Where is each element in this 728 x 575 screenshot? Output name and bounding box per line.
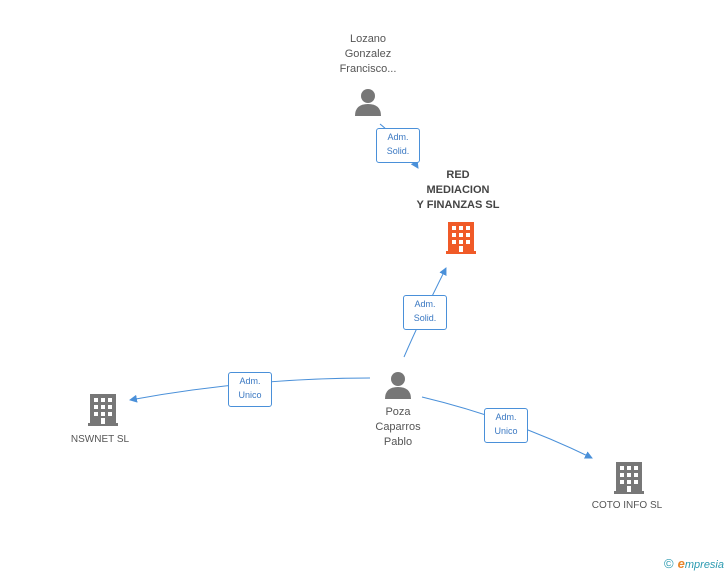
person-name-lozano[interactable]: Lozano Gonzalez Francisco... bbox=[318, 32, 418, 77]
name-line: RED bbox=[446, 169, 470, 181]
edge-label-poza-nswnet: Adm. Unico bbox=[228, 372, 272, 407]
name-line: Lozano bbox=[349, 33, 387, 45]
brand-name: mpresia bbox=[684, 559, 724, 571]
name-line: Gonzalez bbox=[344, 48, 392, 60]
building-icon[interactable] bbox=[88, 394, 118, 426]
name-line: Pablo bbox=[383, 436, 413, 448]
edge-label-lozano-red: Adm. Solid. bbox=[376, 128, 420, 163]
role-line: Solid. bbox=[386, 146, 410, 156]
role-line: Solid. bbox=[413, 313, 437, 323]
role-line: Unico bbox=[494, 426, 518, 436]
role-line: Adm. bbox=[239, 376, 261, 386]
company-name-coto[interactable]: COTO INFO SL bbox=[591, 500, 663, 511]
role-line: Adm. bbox=[495, 412, 517, 422]
role-line: Adm. bbox=[387, 132, 409, 142]
role-line: Unico bbox=[238, 390, 262, 400]
company-name-red[interactable]: RED MEDIACION Y FINANZAS SL bbox=[398, 168, 518, 213]
name-line: Y FINANZAS SL bbox=[416, 199, 500, 211]
name-line: Francisco... bbox=[339, 63, 397, 75]
brand-watermark: ©empresia bbox=[664, 556, 724, 571]
person-icon[interactable] bbox=[385, 372, 411, 399]
name-line: Caparros bbox=[375, 421, 421, 433]
name-line: MEDIACION bbox=[426, 184, 490, 196]
name-line: Poza bbox=[385, 406, 411, 418]
role-line: Adm. bbox=[414, 299, 436, 309]
brand-logo-letter: e bbox=[677, 556, 685, 571]
company-name-nswnet[interactable]: NSWNET SL bbox=[70, 434, 130, 445]
edge-label-poza-coto: Adm. Unico bbox=[484, 408, 528, 443]
building-icon[interactable] bbox=[446, 222, 476, 254]
person-name-poza[interactable]: Poza Caparros Pablo bbox=[348, 405, 448, 450]
building-icon[interactable] bbox=[614, 462, 644, 494]
person-icon[interactable] bbox=[355, 89, 381, 116]
copyright-icon: © bbox=[664, 556, 674, 571]
edge-label-poza-red: Adm. Solid. bbox=[403, 295, 447, 330]
